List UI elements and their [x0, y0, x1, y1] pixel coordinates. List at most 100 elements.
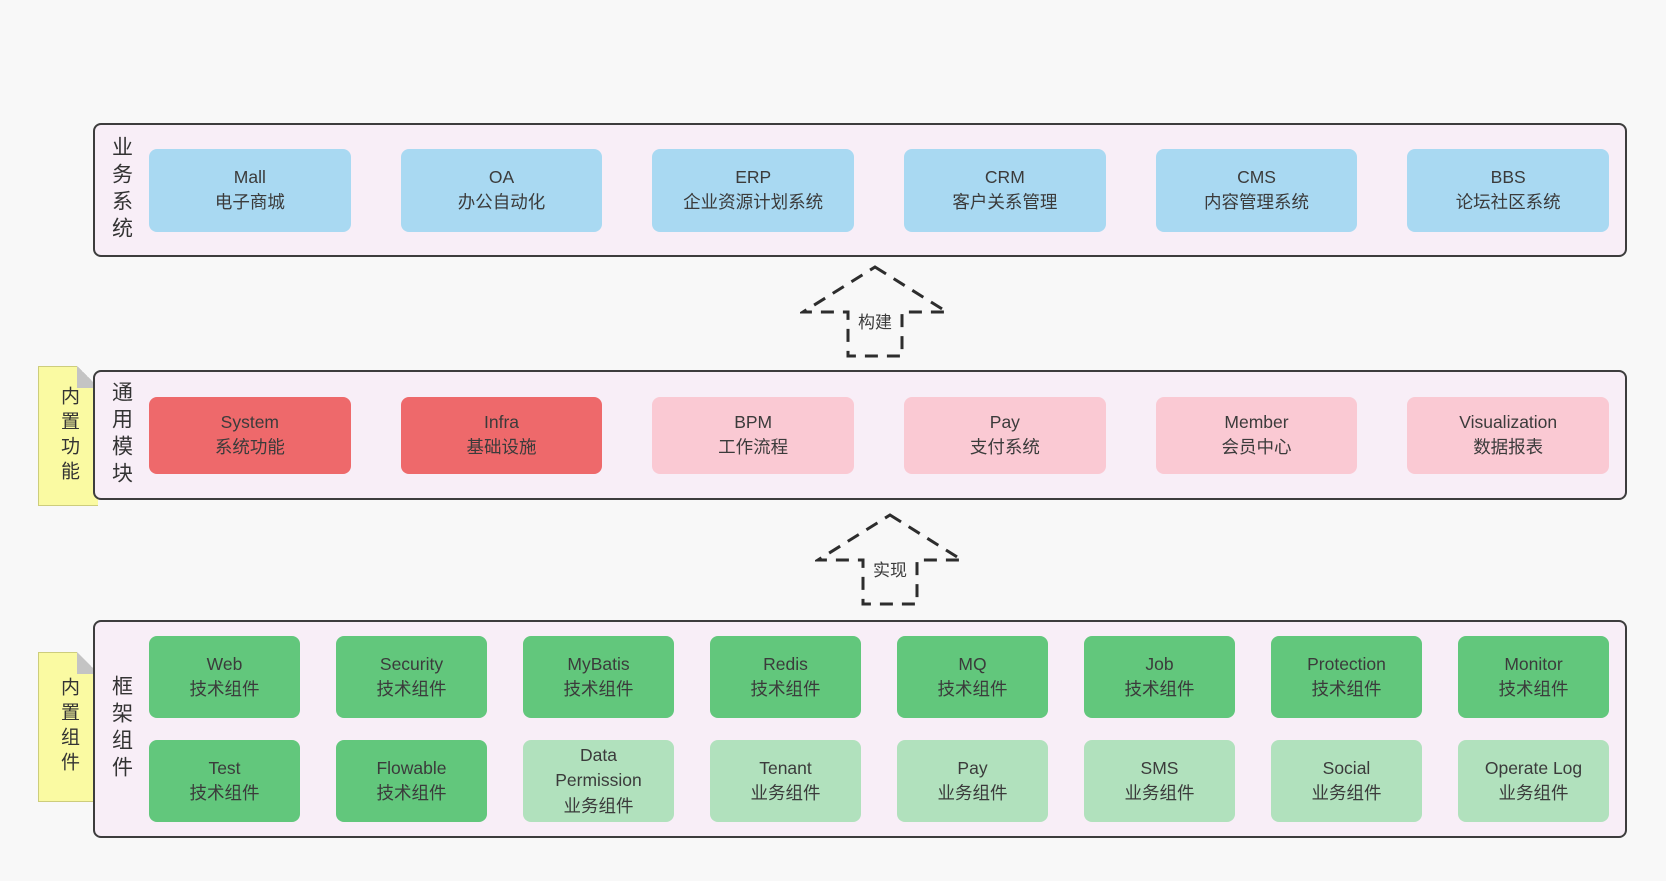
box-title: CRM	[984, 166, 1025, 187]
build-arrow-label: 构建	[858, 313, 892, 332]
box-subtitle: 业务组件	[750, 783, 821, 803]
layer-label: 框架组件	[95, 622, 147, 836]
sticky-tab-label: 内置组件	[58, 677, 79, 777]
box-infra: Infra 基础设施	[400, 396, 603, 474]
layer-label-text: 框架组件	[109, 675, 133, 783]
layer-label-text: 业务系统	[109, 136, 133, 244]
box-subtitle: 技术组件	[563, 679, 634, 699]
box-title: CMS	[1237, 166, 1276, 187]
box-pay: Pay 支付系统	[904, 396, 1106, 474]
build-arrow: 构建	[797, 264, 953, 365]
box-title: Operate Log	[1484, 757, 1583, 778]
box-erp: ERP 企业资源计划系统	[652, 148, 855, 232]
box-subtitle: 内容管理系统	[1204, 192, 1310, 212]
box-title: Web	[206, 653, 243, 674]
implement-arrow: 实现	[812, 512, 968, 613]
box-test: Test 技术组件	[149, 740, 300, 822]
sticky-tab-built-in-features: 内置功能	[38, 366, 99, 506]
box-row: Test 技术组件 Flowable 技术组件 Data Permission …	[149, 740, 1609, 822]
box-web: Web 技术组件	[149, 636, 300, 718]
box-title: MyBatis	[567, 653, 630, 674]
implement-arrow-label: 实现	[873, 561, 907, 580]
box-subtitle: 电子商城	[214, 192, 285, 212]
component-rows: Web 技术组件 Security 技术组件 MyBatis 技术组件 Redi…	[147, 622, 1625, 836]
box-subtitle: 基础设施	[466, 437, 537, 457]
layer-framework-components: 框架组件 Web 技术组件 Security 技术组件 MyBatis 技术组件…	[93, 620, 1627, 838]
box-system: System 系统功能	[149, 396, 351, 474]
box-subtitle: 会员中心	[1221, 437, 1292, 457]
box-subtitle: 数据报表	[1473, 437, 1544, 457]
layer-common-modules: 通用模块 System 系统功能 Infra 基础设施 BPM 工作流程 Pay…	[93, 370, 1627, 500]
box-redis: Redis 技术组件	[710, 636, 861, 718]
box-title: Test	[208, 757, 241, 778]
box-subtitle: 业务组件	[1498, 783, 1569, 803]
box-title: System	[220, 411, 280, 432]
box-mall: Mall 电子商城	[149, 148, 351, 232]
box-protection: Protection 技术组件	[1271, 636, 1422, 718]
box-member: Member 会员中心	[1155, 396, 1358, 474]
box-flowable: Flowable 技术组件	[336, 740, 487, 822]
box-subtitle: 技术组件	[1498, 679, 1569, 699]
box-job: Job 技术组件	[1084, 636, 1235, 718]
box-title: Job	[1145, 653, 1174, 674]
box-title: Tenant	[759, 757, 812, 778]
box-subtitle: 论坛社区系统	[1455, 192, 1561, 212]
box-data-permission: Data Permission 业务组件	[523, 740, 674, 822]
box-sms: SMS 业务组件	[1084, 740, 1235, 822]
box-monitor: Monitor 技术组件	[1458, 636, 1609, 718]
box-title: Flowable	[376, 757, 447, 778]
box-subtitle: 技术组件	[376, 679, 447, 699]
box-title: Pay	[989, 411, 1020, 432]
box-title: OA	[488, 166, 515, 187]
box-title: Security	[379, 653, 444, 674]
box-title: BBS	[1490, 166, 1526, 187]
box-cms: CMS 内容管理系统	[1155, 148, 1358, 232]
box-row: Mall 电子商城 OA 办公自动化 ERP 企业资源计划系统 CRM 客户关系…	[147, 125, 1625, 255]
box-subtitle: 支付系统	[969, 437, 1040, 457]
box-subtitle: 技术组件	[376, 783, 447, 803]
box-bbs: BBS 论坛社区系统	[1407, 148, 1610, 232]
box-subtitle: 办公自动化	[457, 192, 546, 212]
box-title: SMS	[1140, 757, 1179, 778]
box-title: Pay	[957, 757, 988, 778]
box-subtitle: 业务组件	[563, 795, 634, 816]
box-subtitle: 业务组件	[937, 783, 1008, 803]
box-subtitle: 业务组件	[1311, 783, 1382, 803]
box-bpm: BPM 工作流程	[652, 396, 855, 474]
box-subtitle: 业务组件	[1124, 783, 1195, 803]
box-row: Web 技术组件 Security 技术组件 MyBatis 技术组件 Redi…	[149, 636, 1609, 718]
box-row: System 系统功能 Infra 基础设施 BPM 工作流程 Pay 支付系统…	[147, 372, 1625, 498]
box-title: Mall	[233, 166, 266, 187]
box-title: Monitor	[1504, 653, 1563, 674]
box-title: Member	[1224, 411, 1289, 432]
box-title: BPM	[734, 411, 773, 432]
box-mybatis: MyBatis 技术组件	[523, 636, 674, 718]
box-subtitle: 技术组件	[189, 783, 260, 803]
layer-label: 通用模块	[95, 372, 147, 498]
box-visualization: Visualization 数据报表	[1407, 396, 1610, 474]
box-subtitle: 系统功能	[214, 437, 285, 457]
box-subtitle: 工作流程	[718, 437, 789, 457]
box-title: ERP	[735, 166, 772, 187]
arrow-label-bg	[865, 557, 915, 582]
layer-label: 业务系统	[95, 125, 147, 255]
sticky-tab-label: 内置功能	[58, 386, 79, 486]
box-title: Infra	[483, 411, 520, 432]
up-arrow-icon: 构建	[797, 265, 953, 358]
box-oa: OA 办公自动化	[400, 148, 603, 232]
box-subtitle: 技术组件	[1124, 679, 1195, 699]
box-security: Security 技术组件	[336, 636, 487, 718]
box-title: Redis	[763, 653, 808, 674]
sticky-tab-built-in-components: 内置组件	[38, 652, 99, 802]
box-subtitle: 技术组件	[1311, 679, 1382, 699]
up-arrow-icon: 实现	[812, 513, 968, 606]
box-title: Visualization	[1459, 411, 1558, 432]
box-subtitle: 技术组件	[189, 679, 260, 699]
box-tenant: Tenant 业务组件	[710, 740, 861, 822]
box-title: MQ	[958, 653, 987, 674]
box-subtitle: 企业资源计划系统	[683, 192, 824, 212]
box-title: Protection	[1307, 653, 1386, 674]
box-subtitle: 客户关系管理	[952, 192, 1058, 212]
box-operate-log: Operate Log 业务组件	[1458, 740, 1609, 822]
